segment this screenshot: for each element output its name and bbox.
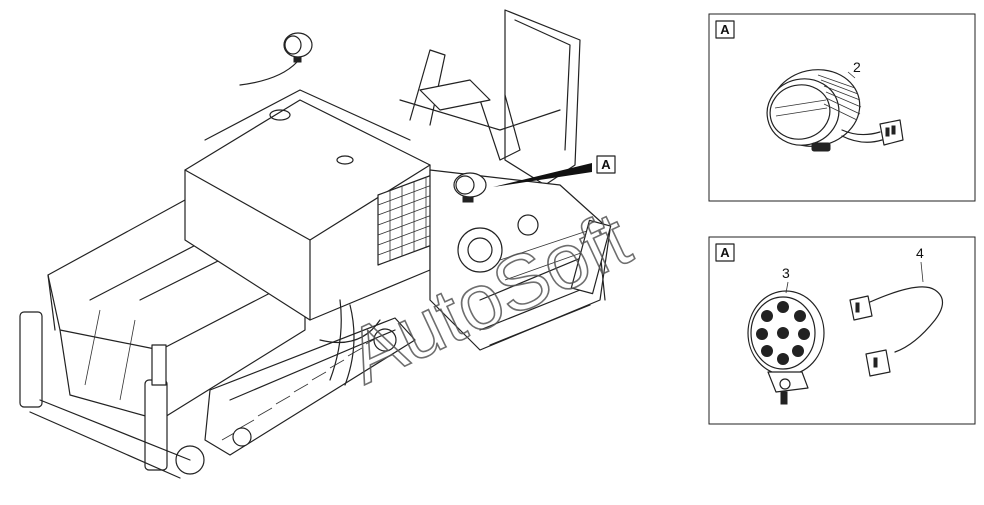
callout-2: 2 <box>853 59 861 75</box>
detail-panel-top: A 2 <box>708 13 976 202</box>
detail-tag-main: A <box>601 157 611 172</box>
detail-panel-bottom: A 3 <box>708 236 976 425</box>
roof-work-lamp <box>239 32 313 86</box>
cable-harness <box>849 286 944 377</box>
rear-work-lamp <box>453 172 487 203</box>
leader-2 <box>847 71 856 79</box>
leader-3 <box>785 281 789 294</box>
led-work-lamp-round <box>747 290 825 405</box>
detail-tag-top: A <box>720 22 730 37</box>
detail-tag-bottom: A <box>720 245 730 260</box>
detail-tag-box <box>596 155 616 174</box>
crawler-track <box>204 317 416 456</box>
detail-pointer <box>493 163 592 187</box>
leader-4 <box>920 261 924 283</box>
callout-3: 3 <box>782 265 790 281</box>
paver-illustration <box>19 9 612 479</box>
callout-4: 4 <box>916 245 924 261</box>
work-lamp-oval <box>766 69 904 152</box>
